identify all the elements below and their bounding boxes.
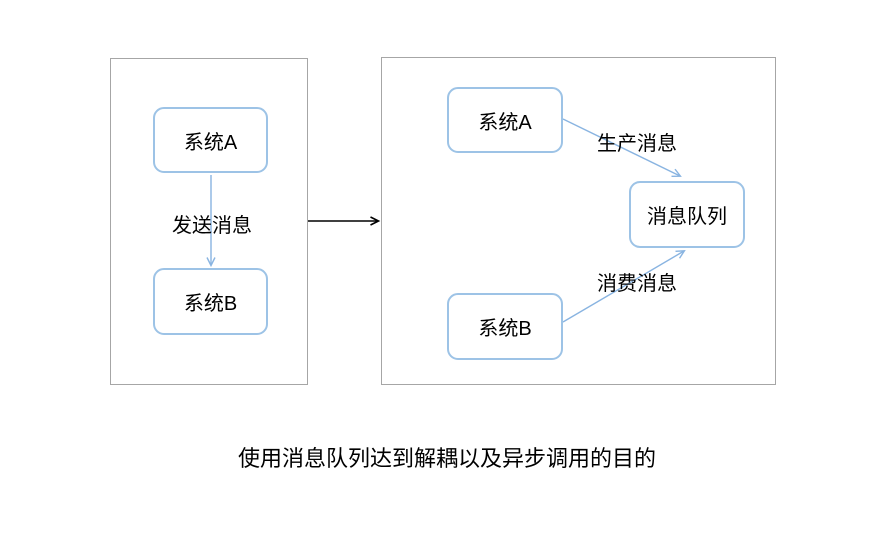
node-system-a-after: 系统A xyxy=(447,87,563,153)
consume-message-label: 消费消息 xyxy=(597,273,677,295)
node-label: 系统A xyxy=(478,111,532,134)
node-system-a-before: 系统A xyxy=(153,107,268,173)
after-panel xyxy=(381,57,776,385)
node-system-b-after: 系统B xyxy=(447,293,563,360)
node-label: 消息队列 xyxy=(647,206,727,228)
node-label: 系统B xyxy=(183,293,238,315)
node-message-queue: 消息队列 xyxy=(629,181,745,248)
send-message-label: 发送消息 xyxy=(172,215,252,237)
node-label: 系统B xyxy=(478,318,532,340)
before-panel xyxy=(110,58,308,385)
node-system-b-before: 系统B xyxy=(153,268,268,335)
node-label: 系统A xyxy=(183,131,238,154)
produce-message-label: 生产消息 xyxy=(597,133,677,155)
diagram-caption: 使用消息队列达到解耦以及异步调用的目的 xyxy=(237,446,656,471)
